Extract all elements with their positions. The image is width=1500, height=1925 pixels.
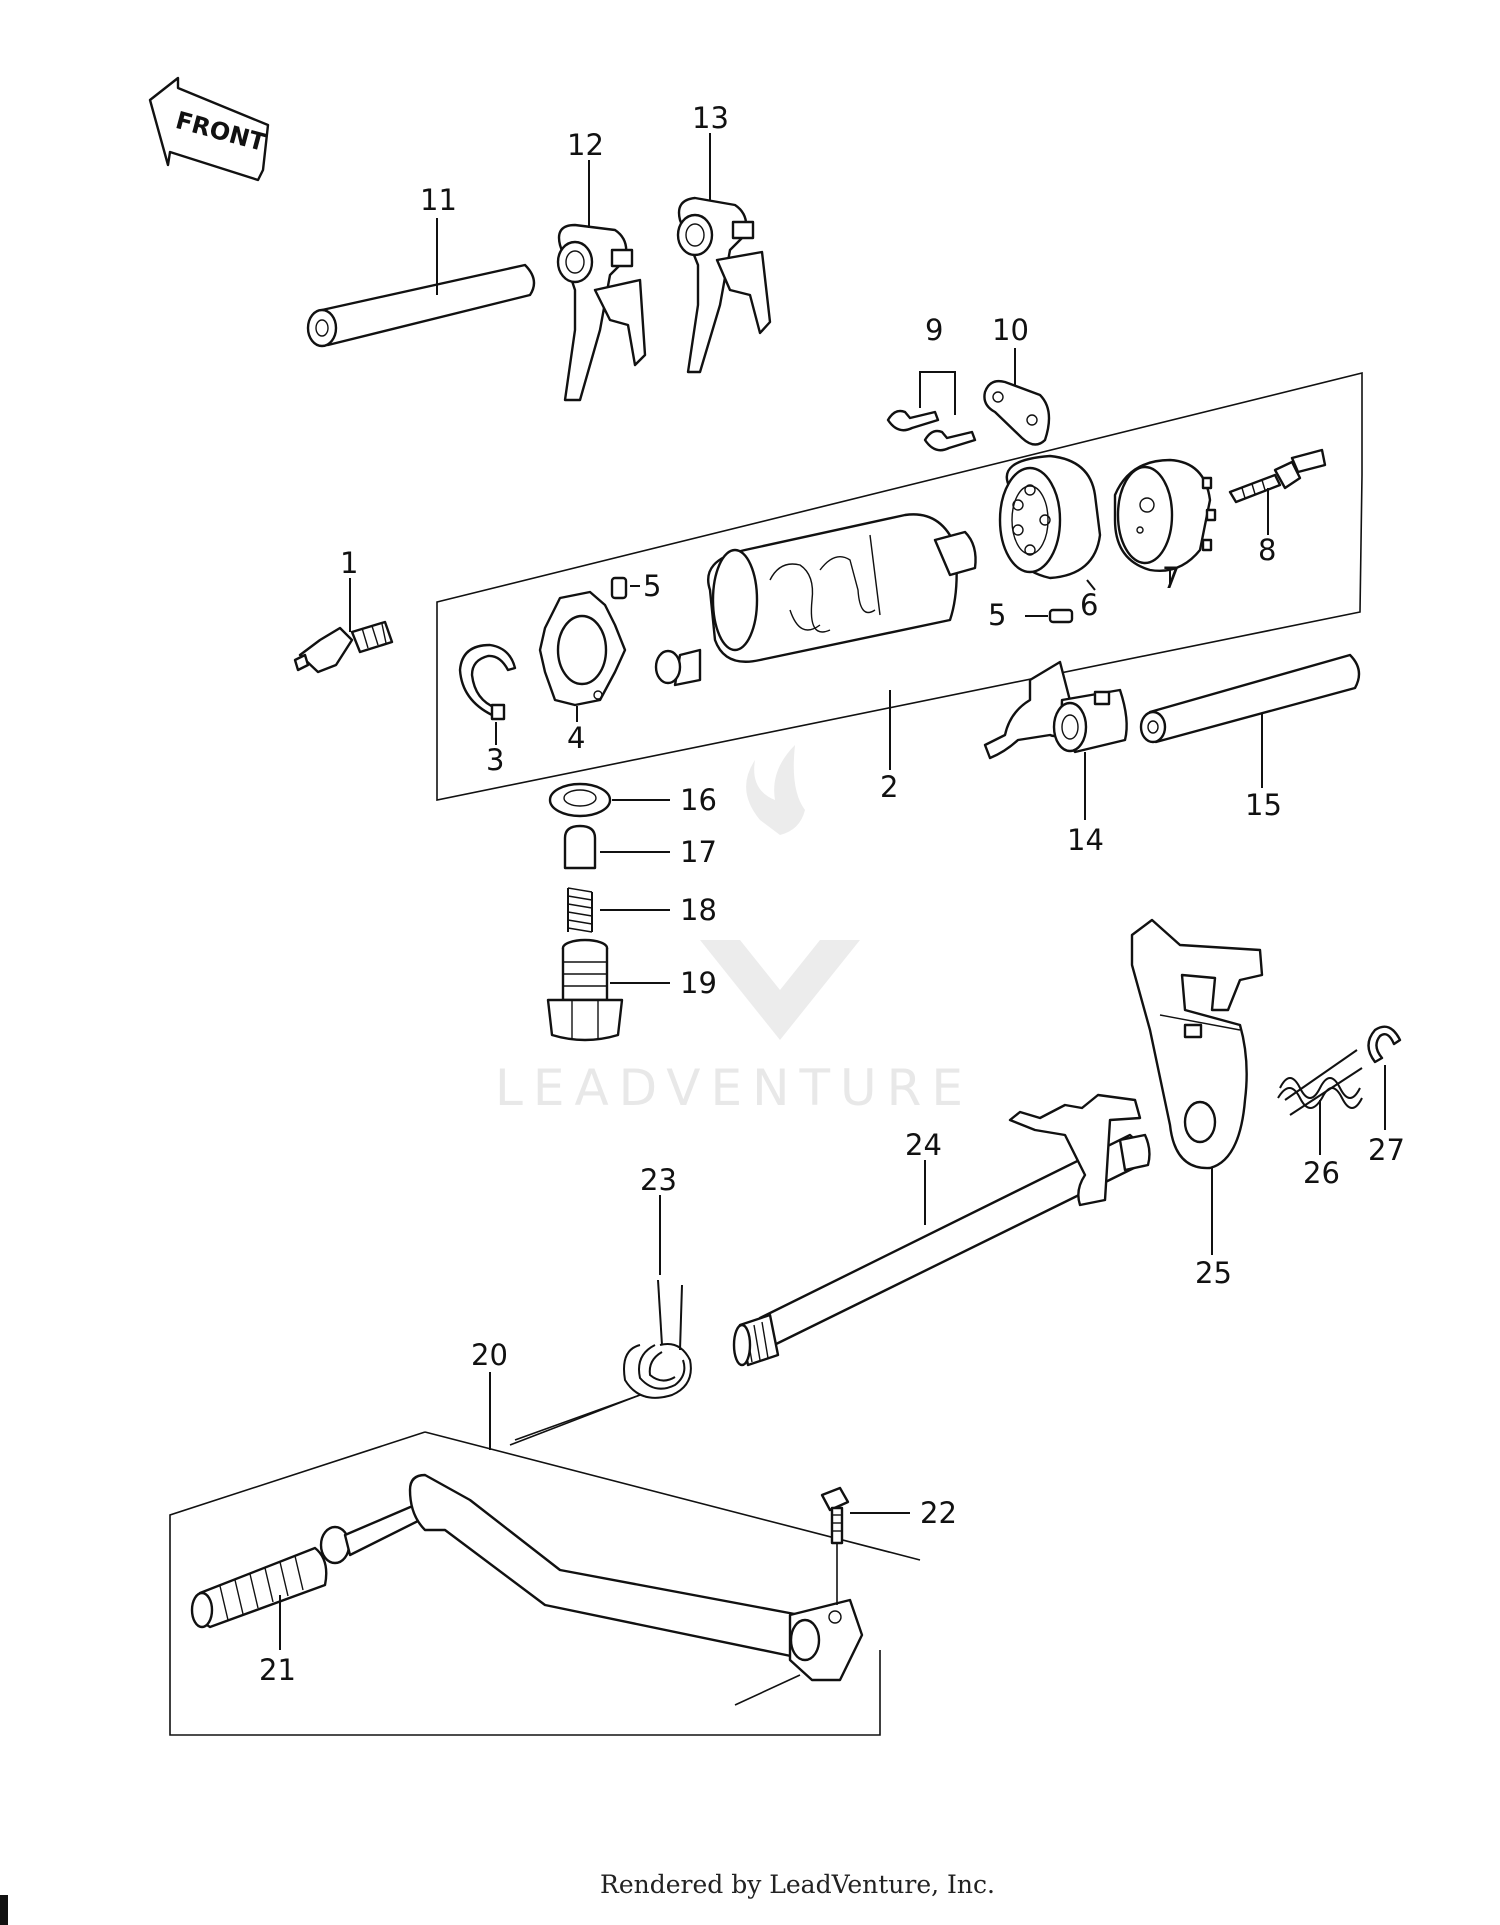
label-13: 13: [692, 101, 729, 135]
label-10: 10: [992, 313, 1029, 347]
label-4: 4: [567, 721, 585, 755]
part-27-circlip: [1367, 1025, 1402, 1130]
part-4-star-plate: [538, 590, 627, 722]
label-27: 27: [1368, 1133, 1405, 1167]
label-9: 9: [925, 313, 943, 347]
part-24-shift-shaft: [732, 1093, 1151, 1367]
label-25: 25: [1195, 1256, 1232, 1290]
part-22-bolt: [820, 1486, 910, 1605]
part-17-pin: [563, 824, 670, 870]
part-10-plate: [983, 348, 1051, 446]
label-12: 12: [567, 128, 604, 162]
part-2-shift-drum: [654, 513, 977, 687]
label-7: 7: [1162, 561, 1180, 595]
part-25-shift-arm: [1130, 918, 1264, 1255]
label-11: 11: [420, 183, 457, 217]
part-6-bearing: [998, 454, 1102, 591]
label-1: 1: [340, 546, 358, 580]
part-15-shaft: [1139, 653, 1361, 788]
label-16: 16: [680, 783, 717, 817]
part-16-washer: [548, 782, 670, 818]
label-22: 22: [920, 1496, 957, 1530]
label-17: 17: [680, 835, 717, 869]
part-5-pin-lower: [1025, 608, 1074, 624]
part-3-circlip: [458, 643, 517, 745]
leadventure-watermark: LEADVENTURE: [495, 745, 973, 1117]
label-26: 26: [1303, 1156, 1340, 1190]
label-14: 14: [1067, 823, 1104, 857]
part-20-shift-pedal: [319, 1473, 864, 1706]
label-8: 8: [1258, 533, 1276, 567]
part-1-neutral-switch: [293, 578, 394, 674]
part-9-screws: [886, 371, 977, 452]
part-18-spring: [567, 887, 670, 933]
part-26-spring: [1277, 1049, 1363, 1155]
label-3: 3: [486, 743, 504, 777]
label-19: 19: [680, 966, 717, 1000]
part-13-shift-fork: [676, 133, 772, 374]
label-6: 6: [1080, 588, 1098, 622]
front-arrow: FRONT: [148, 76, 270, 182]
part-7-cam-plate: [1113, 458, 1217, 585]
label-20: 20: [471, 1338, 508, 1372]
part-8-bolt: [1228, 448, 1327, 535]
footer-credit: Rendered by LeadVenture, Inc.: [600, 1870, 995, 1899]
part-12-shift-fork: [556, 160, 647, 402]
label-18: 18: [680, 893, 717, 927]
edge-mark: [0, 1895, 8, 1925]
watermark-text: LEADVENTURE: [495, 1059, 973, 1117]
label-15: 15: [1245, 788, 1282, 822]
label-23: 23: [640, 1163, 677, 1197]
part-19-holder-bolt: [546, 938, 670, 1042]
label-21: 21: [259, 1653, 296, 1687]
part-11-shaft: [306, 218, 536, 348]
label-24: 24: [905, 1128, 942, 1162]
part-23-return-spring: [623, 1195, 692, 1399]
label-5-upper: 5: [643, 569, 661, 603]
part-14-shift-fork: [983, 660, 1128, 820]
drum-assembly-box: [436, 371, 1363, 801]
part-5-pin-upper: [610, 576, 640, 600]
part-21-pedal-rubber: [190, 1546, 328, 1650]
label-2: 2: [880, 770, 898, 804]
label-5-lower: 5: [988, 598, 1006, 632]
